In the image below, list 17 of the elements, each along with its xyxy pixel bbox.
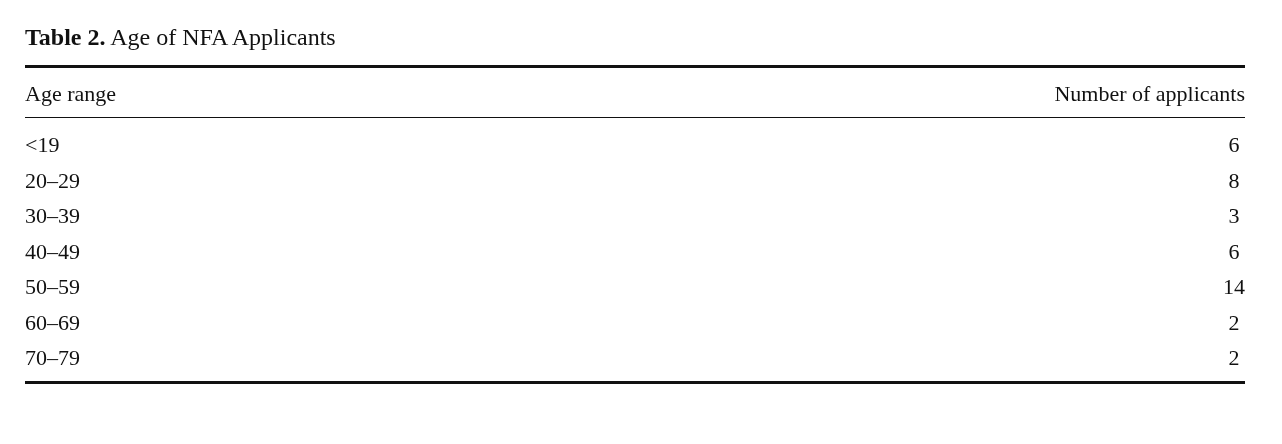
column-header: Age range — [25, 80, 117, 108]
row-label: 60–69 — [25, 308, 81, 337]
row-label: 20–29 — [25, 166, 81, 195]
row-label: 70–79 — [25, 344, 81, 372]
cell-value: 2 — [1227, 308, 1241, 337]
row-label: 40–49 — [25, 237, 81, 266]
cell-value: 8 — [1227, 166, 1241, 195]
cell-value: 3 — [1227, 202, 1241, 230]
column-header: Number of applicants — [1054, 80, 1245, 108]
row-label: 30–39 — [25, 202, 81, 230]
cell-value: 2 — [1227, 344, 1241, 372]
cell-value: 6 — [1227, 237, 1241, 266]
cell-value: 14 — [1223, 273, 1245, 301]
table-title: Table 2. Age of NFA Applicants — [25, 23, 337, 52]
row-label: 50–59 — [25, 273, 81, 301]
row-label: <19 — [25, 131, 61, 159]
cell-value: 6 — [1227, 131, 1241, 159]
